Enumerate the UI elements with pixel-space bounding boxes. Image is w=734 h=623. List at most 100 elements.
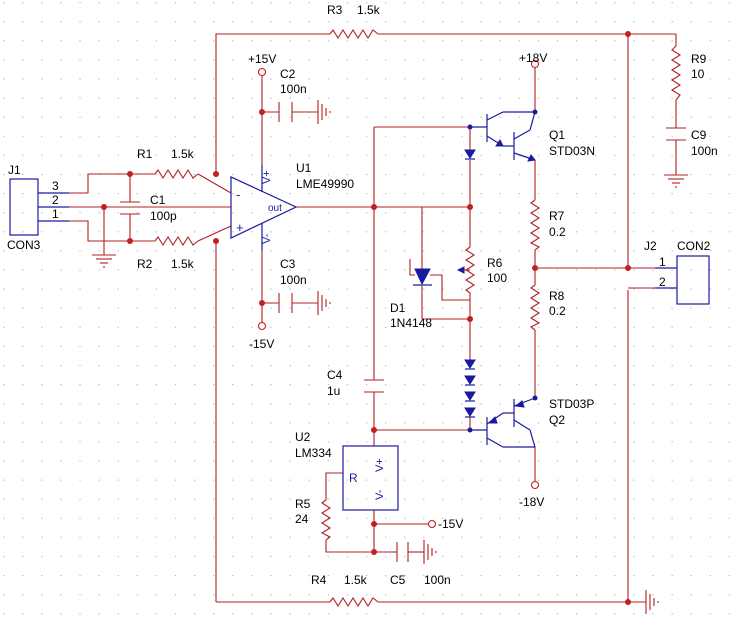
j1-ref-label: J1 xyxy=(8,163,21,177)
u1-value-label: LME49990 xyxy=(296,177,354,191)
junction-dots xyxy=(101,31,631,605)
q1-pos-supply-label: +18V xyxy=(519,51,547,65)
r6-ref-label: R6 xyxy=(487,256,503,270)
capacitor-c5: C5 100n xyxy=(390,542,451,587)
u1-pos-supply-label: +15V xyxy=(248,52,276,66)
r8-ref-label: R8 xyxy=(549,289,565,303)
c1-ref-label: C1 xyxy=(150,193,166,207)
u1-minus-label: - xyxy=(236,187,240,202)
r7-ref-label: R7 xyxy=(549,209,565,223)
r9-ref-label: R9 xyxy=(691,52,707,66)
r3-ref-label: R3 xyxy=(327,3,343,17)
r1-ref-label: R1 xyxy=(137,147,153,161)
u2-vplus-label: V+ xyxy=(374,458,386,472)
opamp-u1: - + out V+ V- U1 LME49990 xyxy=(230,161,354,250)
c4-ref-label: C4 xyxy=(327,368,343,382)
ground-icon xyxy=(317,100,331,124)
c9-value-label: 100n xyxy=(691,144,718,158)
transistor-q1: Q1 STD03N xyxy=(470,111,595,162)
current-source-u2: R V+ V- U2 LM334 xyxy=(295,430,399,511)
transistor-q2: STD03P Q2 xyxy=(470,397,594,448)
resistor-r5: R5 24 xyxy=(295,497,332,541)
capacitor-c9: C9 100n xyxy=(666,127,718,158)
c3-ref-label: C3 xyxy=(280,257,296,271)
j2-value-label: CON2 xyxy=(677,239,711,253)
resistor-r6: R6 100 xyxy=(456,246,507,300)
diode-d1: D1 1N4148 xyxy=(390,268,432,330)
q1-ref-label: Q1 xyxy=(549,128,565,142)
ground-icon xyxy=(664,174,688,188)
c5-value-label: 100n xyxy=(424,573,451,587)
r2-value-label: 1.5k xyxy=(171,257,195,271)
connector-j2: J2 CON2 1 2 xyxy=(644,239,711,305)
wires xyxy=(69,33,677,603)
r5-ref-label: R5 xyxy=(295,497,311,511)
power-terminal-icon: -15V xyxy=(427,517,463,531)
q1-value-label: STD03N xyxy=(549,144,595,158)
ground-icon xyxy=(92,254,116,268)
u1-out-label: out xyxy=(268,203,282,214)
resistor-r3: R3 1.5k xyxy=(327,3,381,40)
connector-j1: J1 CON3 3 2 1 xyxy=(7,163,69,252)
ground-icon xyxy=(423,540,437,564)
j1-pin2-label: 2 xyxy=(52,193,59,207)
resistor-r8: R8 0.2 xyxy=(529,284,566,331)
resistor-r7: R7 0.2 xyxy=(529,199,566,251)
u1-vminus-label: V- xyxy=(261,233,273,244)
c5-ref-label: C5 xyxy=(390,573,406,587)
q2-value-label: STD03P xyxy=(549,397,594,411)
j1-pin3-label: 3 xyxy=(52,179,59,193)
j1-value-label: CON3 xyxy=(7,238,41,252)
r4-ref-label: R4 xyxy=(311,573,327,587)
c4-value-label: 1u xyxy=(327,384,340,398)
resistor-r1: R1 1.5k xyxy=(137,147,199,180)
capacitor-c4: C4 1u xyxy=(327,368,384,398)
resistor-r4: R4 1.5k xyxy=(311,573,379,608)
r2-ref-label: R2 xyxy=(137,257,153,271)
d1-value-label: 1N4148 xyxy=(390,316,432,330)
u1-neg-supply-label: -15V xyxy=(249,337,274,351)
j2-pin1-label: 1 xyxy=(659,255,666,269)
capacitor-c3: C3 100n xyxy=(278,257,307,313)
capacitor-c1: C1 100p xyxy=(120,193,177,223)
r3-value-label: 1.5k xyxy=(357,3,381,17)
u2-neg-supply-label: -15V xyxy=(438,517,463,531)
capacitor-c2: C2 100n xyxy=(278,67,307,122)
j2-pin2-label: 2 xyxy=(659,275,666,289)
c2-value-label: 100n xyxy=(280,82,307,96)
r8-value-label: 0.2 xyxy=(549,304,566,318)
r1-value-label: 1.5k xyxy=(171,147,195,161)
u1-vplus-label: V+ xyxy=(261,170,273,184)
u2-ref-label: U2 xyxy=(295,430,311,444)
j1-pin1-label: 1 xyxy=(52,207,59,221)
q2-ref-label: Q2 xyxy=(549,413,565,427)
resistor-r9: R9 10 xyxy=(670,45,707,101)
r7-value-label: 0.2 xyxy=(549,225,566,239)
r9-value-label: 10 xyxy=(691,67,705,81)
d1-ref-label: D1 xyxy=(390,301,406,315)
c9-ref-label: C9 xyxy=(691,128,707,142)
ground-icon xyxy=(628,590,659,614)
c1-value-label: 100p xyxy=(150,209,177,223)
resistor-r2: R2 1.5k xyxy=(137,235,199,271)
c3-value-label: 100n xyxy=(280,273,307,287)
ground-icon xyxy=(317,291,331,315)
r5-value-label: 24 xyxy=(295,512,309,526)
r6-value-label: 100 xyxy=(487,271,507,285)
j2-ref-label: J2 xyxy=(644,239,657,253)
diode-icon xyxy=(464,149,476,160)
u2-r-pin-label: R xyxy=(349,471,358,485)
u2-value-label: LM334 xyxy=(295,446,332,460)
u1-plus-label: + xyxy=(236,220,244,235)
power-terminal-icon: -15V xyxy=(249,321,274,351)
power-terminal-icon: +15V xyxy=(248,52,276,77)
power-terminal-icon: -18V xyxy=(519,480,544,509)
power-terminal-icon: +18V xyxy=(519,51,547,69)
r4-value-label: 1.5k xyxy=(344,573,368,587)
diode-string xyxy=(464,359,476,425)
u2-vminus-label: V- xyxy=(374,489,386,500)
q2-neg-supply-label: -18V xyxy=(519,495,544,509)
c2-ref-label: C2 xyxy=(280,67,296,81)
